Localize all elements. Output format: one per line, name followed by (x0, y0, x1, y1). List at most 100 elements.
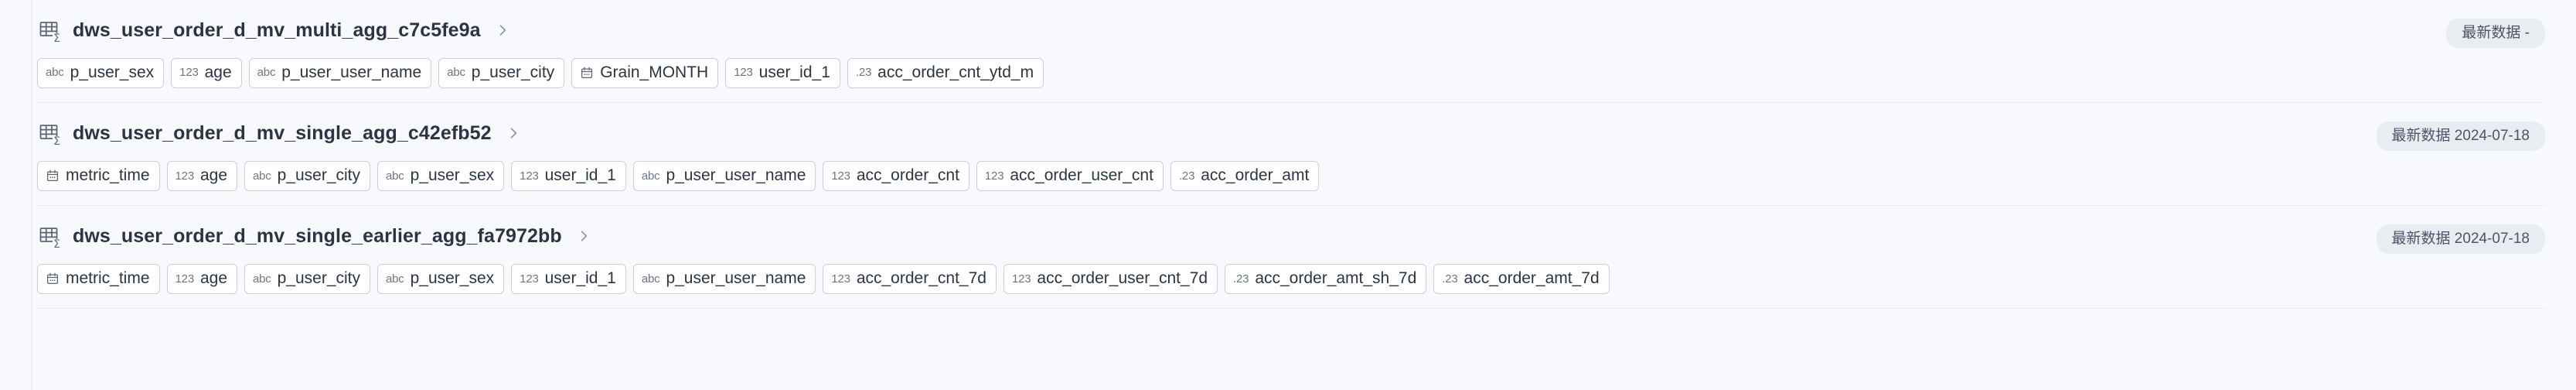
number-type-icon: 123 (175, 169, 195, 183)
field-tag[interactable]: .23 acc_order_amt_sh_7d (1225, 264, 1427, 295)
field-tag[interactable]: abc p_user_sex (377, 264, 505, 295)
field-tag-label: acc_order_cnt (856, 166, 959, 185)
field-tag[interactable]: abc p_user_user_name (632, 264, 816, 295)
abc-type-icon: abc (257, 66, 276, 80)
chevron-right-icon[interactable] (495, 22, 510, 38)
field-tag[interactable]: 123 acc_order_cnt (823, 161, 969, 192)
field-tag-label: age (199, 166, 228, 185)
field-tag-label: acc_order_amt_7d (1463, 269, 1600, 288)
calendar-icon (580, 66, 594, 80)
dataset-title[interactable]: dws_user_order_d_mv_single_earlier_agg_f… (73, 224, 562, 247)
field-tag-label: acc_order_amt_sh_7d (1255, 269, 1417, 288)
field-tag[interactable]: abc p_user_city (438, 58, 565, 89)
field-tag[interactable]: .23 acc_order_amt (1170, 161, 1320, 192)
latest-data-badge: 最新数据 2024-07-18 (2376, 121, 2545, 152)
field-tag-label: p_user_sex (410, 166, 495, 185)
abc-type-icon: abc (253, 169, 271, 183)
number-type-icon: 123 (175, 272, 195, 286)
dataset-row-header: Σ dws_user_order_d_mv_single_earlier_agg… (37, 223, 2545, 255)
field-tag[interactable]: 123 user_id_1 (511, 264, 626, 295)
number-type-icon: 123 (179, 66, 199, 80)
field-tag-label: age (199, 269, 228, 288)
field-tag-label: p_user_sex (70, 63, 155, 81)
number-type-icon: 123 (831, 272, 850, 286)
dataset-row: Σ dws_user_order_d_mv_single_agg_c42efb5… (37, 102, 2545, 205)
abc-type-icon: abc (386, 169, 404, 183)
field-tag-label: metric_time (66, 166, 150, 185)
field-tag[interactable]: 123 age (166, 161, 238, 192)
dataset-row-body: Σ dws_user_order_d_mv_multi_agg_c7c5fe9a… (37, 0, 2545, 102)
field-tag-label: p_user_city (471, 63, 555, 81)
field-tag[interactable]: 123 age (166, 264, 238, 295)
field-tag[interactable]: abc p_user_city (244, 264, 370, 295)
latest-data-badge: 最新数据 - (2446, 19, 2545, 48)
decimal-type-icon: .23 (1178, 169, 1195, 183)
dataset-row: Σ dws_user_order_d_mv_multi_agg_c7c5fe9a… (37, 0, 2545, 102)
field-tag[interactable]: abc p_user_user_name (632, 161, 816, 192)
number-type-icon: 123 (984, 169, 1004, 183)
abc-type-icon: abc (253, 272, 271, 286)
abc-type-icon: abc (386, 272, 404, 286)
decimal-type-icon: .23 (855, 66, 872, 80)
number-type-icon: 123 (1011, 272, 1031, 286)
dataset-title[interactable]: dws_user_order_d_mv_single_agg_c42efb52 (73, 121, 492, 144)
field-tag-label: acc_order_cnt_ytd_m (877, 63, 1034, 81)
field-tag-label: p_user_city (277, 269, 360, 288)
field-tag[interactable]: 123 user_id_1 (511, 161, 626, 192)
dataset-row-header: Σ dws_user_order_d_mv_single_agg_c42efb5… (37, 120, 2545, 152)
chevron-right-icon[interactable] (576, 228, 591, 244)
field-tag-label: user_id_1 (758, 63, 830, 81)
field-tag[interactable]: metric_time (37, 264, 160, 295)
dataset-row-body: Σ dws_user_order_d_mv_single_agg_c42efb5… (37, 102, 2545, 205)
dataset-row-header: Σ dws_user_order_d_mv_multi_agg_c7c5fe9a… (37, 17, 2545, 48)
left-rail-divider (31, 0, 32, 390)
dataset-title[interactable]: dws_user_order_d_mv_multi_agg_c7c5fe9a (73, 19, 481, 41)
abc-type-icon: abc (447, 66, 465, 80)
abc-type-icon: abc (46, 66, 64, 80)
field-tag-label: p_user_sex (410, 269, 495, 288)
field-tag-label: p_user_city (277, 166, 360, 185)
field-tag-label: acc_order_user_cnt_7d (1037, 269, 1208, 288)
chevron-right-icon[interactable] (506, 125, 521, 141)
latest-data-badge: 最新数据 2024-07-18 (2376, 224, 2545, 255)
decimal-type-icon: .23 (1233, 272, 1249, 286)
field-tag[interactable]: 123 acc_order_user_cnt_7d (1003, 264, 1218, 295)
field-tag[interactable]: abc p_user_user_name (248, 58, 432, 89)
number-type-icon: 123 (734, 66, 753, 80)
field-tag[interactable]: abc p_user_city (244, 161, 370, 192)
field-tag-label: metric_time (66, 269, 150, 288)
field-tag[interactable]: abc p_user_sex (37, 58, 165, 89)
dataset-row-body: Σ dws_user_order_d_mv_single_earlier_agg… (37, 205, 2545, 310)
field-tag[interactable]: abc p_user_sex (377, 161, 505, 192)
field-tag[interactable]: .23 acc_order_amt_7d (1433, 264, 1610, 295)
field-tag[interactable]: 123 acc_order_user_cnt (976, 161, 1164, 192)
field-tag-label: user_id_1 (544, 269, 616, 288)
calendar-icon (46, 272, 60, 286)
field-tag-list: metric_time 123 age abc p_user_city abc … (37, 161, 2545, 192)
table-sum-icon: Σ (37, 121, 61, 148)
abc-type-icon: abc (641, 169, 660, 183)
field-tag-list: metric_time 123 age abc p_user_city abc … (37, 264, 2545, 295)
dataset-list: Σ dws_user_order_d_mv_multi_agg_c7c5fe9a… (37, 0, 2545, 310)
dataset-row: Σ dws_user_order_d_mv_single_earlier_agg… (37, 205, 2545, 310)
field-tag-label: acc_order_amt (1201, 166, 1310, 185)
field-tag[interactable]: .23 acc_order_cnt_ytd_m (847, 58, 1044, 89)
number-type-icon: 123 (520, 272, 539, 286)
field-tag[interactable]: metric_time (37, 161, 160, 192)
field-tag-label: age (204, 63, 232, 81)
field-tag-label: p_user_user_name (666, 166, 806, 185)
number-type-icon: 123 (520, 169, 539, 183)
field-tag-label: acc_order_user_cnt (1010, 166, 1153, 185)
field-tag[interactable]: 123 age (171, 58, 242, 89)
field-tag[interactable]: Grain_MONTH (571, 58, 719, 89)
field-tag-label: Grain_MONTH (600, 63, 709, 81)
field-tag[interactable]: 123 acc_order_cnt_7d (823, 264, 997, 295)
table-sum-icon: Σ (37, 19, 61, 44)
field-tag[interactable]: 123 user_id_1 (725, 58, 840, 89)
table-sum-icon: Σ (37, 224, 61, 251)
field-tag-label: p_user_user_name (666, 269, 806, 288)
abc-type-icon: abc (641, 272, 660, 286)
number-type-icon: 123 (831, 169, 850, 183)
field-tag-list: abc p_user_sex 123 age abc p_user_user_n… (37, 58, 2545, 89)
decimal-type-icon: .23 (1442, 272, 1458, 286)
